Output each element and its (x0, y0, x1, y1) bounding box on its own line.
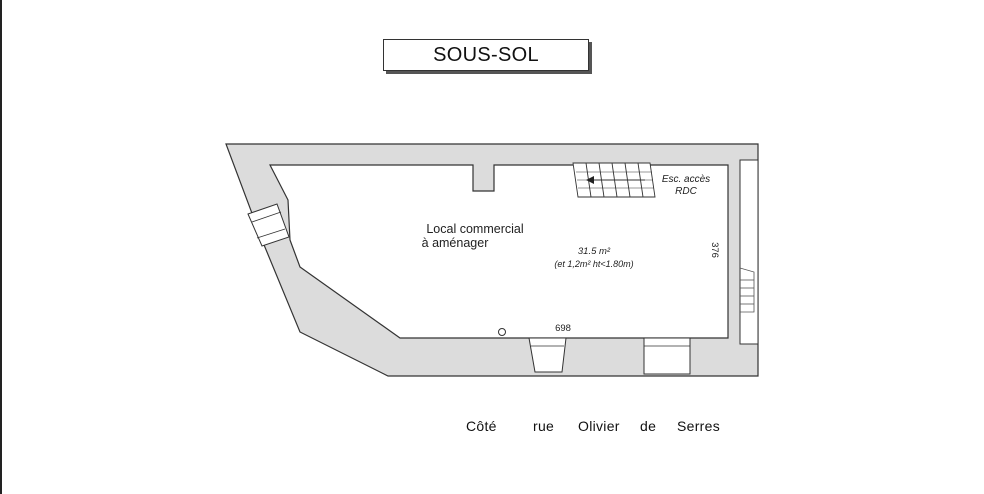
street-word-rue: rue (533, 418, 555, 434)
window-south-2 (643, 337, 691, 375)
dimension-width: 698 (555, 323, 571, 334)
plan-title: SOUS-SOL (433, 43, 539, 66)
street-word-olivier: Olivier (578, 418, 620, 434)
adjacent-room-east (739, 159, 759, 345)
room-name-line2: à aménager (422, 236, 489, 250)
stairs-label-line1: Esc. accès (662, 174, 710, 185)
room-interior (269, 164, 729, 339)
window-west (247, 203, 290, 247)
street-word-serres: Serres (677, 418, 721, 434)
stairs-label-line2: RDC (675, 186, 697, 197)
stairs-rdc (572, 162, 656, 198)
drain-icon (498, 328, 506, 336)
room-area: 31.5 m² (578, 246, 611, 257)
room-area-note: (et 1,2m² ht<1.80m) (554, 259, 633, 269)
street-word-cote: Côté (466, 418, 497, 434)
plan-title-box: SOUS-SOL (383, 39, 589, 71)
room-name-line1: Local commercial (426, 222, 523, 236)
dimension-depth: 376 (709, 242, 720, 258)
stairs-arrow-icon (586, 176, 594, 184)
adjacent-stairs (739, 267, 755, 313)
window-south-1 (528, 337, 567, 373)
street-word-de: de (640, 418, 657, 434)
page-left-border (0, 0, 2, 494)
